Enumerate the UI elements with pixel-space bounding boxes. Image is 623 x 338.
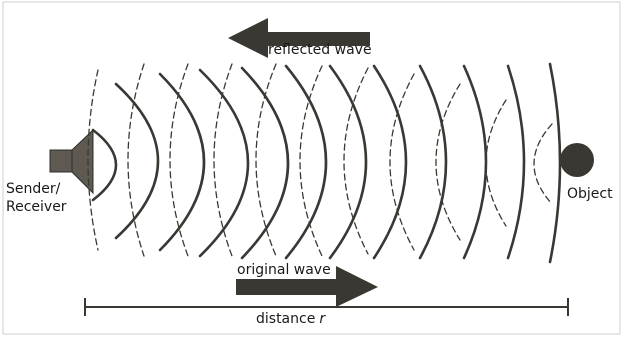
outgoing-wavefront [372, 64, 408, 260]
reflected-wavefront [343, 67, 369, 255]
outgoing-wavefront [114, 82, 160, 240]
outgoing-wavefront [418, 64, 448, 260]
object-sphere [560, 143, 594, 177]
reflected-wavefront [435, 83, 461, 241]
outgoing-wavefront [158, 72, 206, 252]
original-wave-label: original wave [237, 262, 331, 278]
reflected-wavefront [127, 63, 145, 257]
outgoing-wavefront [506, 64, 526, 260]
reflected-wavefront [389, 73, 415, 251]
reflected-wavefront [299, 65, 323, 257]
wave-fronts [87, 62, 562, 264]
outgoing-wavefront [91, 128, 118, 202]
reflected-wavefront [485, 99, 507, 227]
sender-receiver-label: Sender/ Receiver [6, 180, 67, 216]
reflected-wavefront [169, 63, 189, 257]
outgoing-wavefront [462, 64, 488, 260]
reflected-wavefront [87, 69, 99, 251]
distance-variable: r [319, 311, 326, 327]
outgoing-wavefront [328, 64, 368, 260]
reflected-wave-arrow [228, 18, 370, 58]
sender-label-line2: Receiver [6, 199, 67, 215]
outgoing-wavefront [284, 64, 328, 260]
reflected-wavefront [213, 63, 233, 257]
reflected-wavefront [255, 63, 277, 257]
outgoing-wavefront [548, 62, 562, 264]
object-label: Object [567, 186, 613, 202]
speaker-icon [49, 128, 94, 195]
reflected-wave-label: reflected wave [268, 42, 372, 58]
sender-label-line1: Sender/ [6, 181, 61, 197]
outgoing-wavefront [240, 66, 290, 260]
outgoing-wavefront [198, 68, 250, 258]
distance-text: distance [256, 311, 316, 327]
distance-line [84, 298, 569, 316]
reflected-wavefront [533, 123, 553, 205]
original-wave-arrow [236, 266, 378, 307]
